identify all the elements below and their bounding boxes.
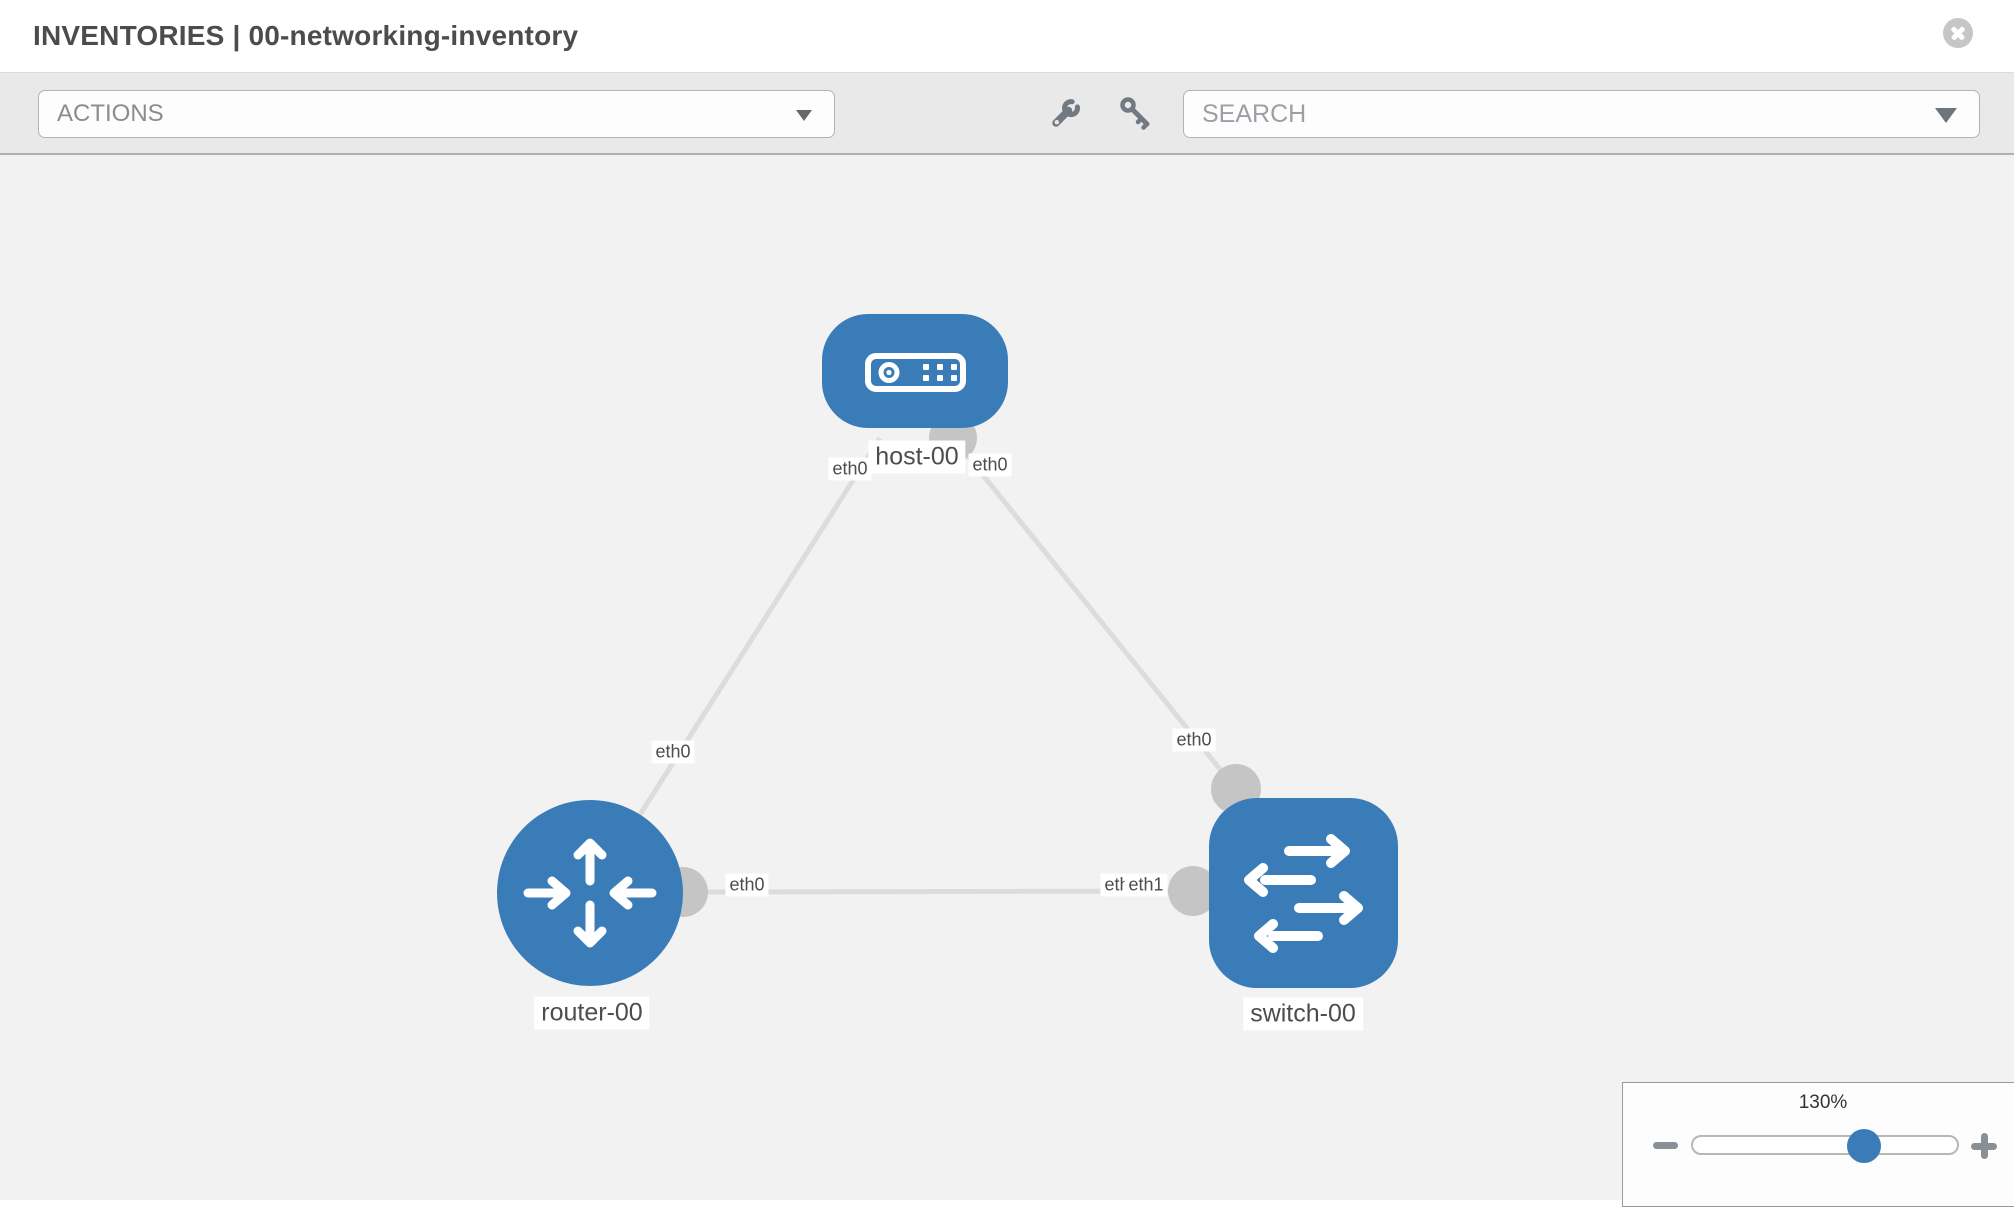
links-layer: [587, 414, 1261, 917]
port-dot-switch-left[interactable]: [1168, 866, 1218, 916]
node-label-host: host-00: [868, 440, 966, 474]
actions-dropdown[interactable]: ACTIONS: [38, 90, 835, 138]
node-label-router: router-00: [534, 996, 650, 1030]
zoom-control-panel: 130%: [1622, 1082, 2014, 1207]
topology-canvas[interactable]: eth0 host-00 eth0 eth0 eth0 eth0 eth0 et…: [0, 155, 2014, 1207]
plus-icon: [1980, 1133, 1988, 1159]
zoom-in-button[interactable]: [1967, 1129, 2001, 1163]
server-icon: [865, 353, 966, 392]
zoom-slider-thumb[interactable]: [1847, 1129, 1881, 1163]
interface-label-switch-to-host: eth0: [1172, 728, 1216, 752]
interface-label-host-to-switch: eth0: [968, 453, 1012, 477]
node-label-switch: switch-00: [1243, 997, 1363, 1031]
node-switch-00[interactable]: [1209, 798, 1398, 988]
interface-label-router-to-switch: eth0: [725, 873, 769, 897]
chevron-down-icon: [796, 110, 812, 121]
search-dropdown[interactable]: SEARCH: [1183, 90, 1980, 138]
key-icon: [1120, 97, 1150, 130]
zoom-slider-track[interactable]: [1691, 1135, 1959, 1155]
header-bar: INVENTORIES | 00-networking-inventory: [0, 0, 2014, 72]
node-host-00[interactable]: [822, 314, 1008, 428]
wrench-icon: [1052, 99, 1080, 127]
toolbar: ACTIONS SEARCH: [0, 72, 2014, 155]
credentials-button[interactable]: [1115, 92, 1155, 132]
interface-label-router-to-host: eth0: [651, 740, 695, 764]
node-router-00[interactable]: [497, 800, 683, 986]
actions-dropdown-label: ACTIONS: [57, 100, 164, 127]
zoom-out-button[interactable]: [1653, 1142, 1678, 1149]
interface-label-host-to-router: eth0: [828, 457, 872, 481]
chevron-down-icon: [1935, 108, 1957, 123]
zoom-level-value: 130%: [1798, 1092, 1848, 1113]
interface-label-switch-to-router: eth1: [1124, 873, 1168, 897]
switch-icon: [1244, 834, 1363, 953]
page-title: INVENTORIES | 00-networking-inventory: [33, 20, 579, 51]
search-placeholder: SEARCH: [1202, 100, 1307, 128]
router-icon: [523, 838, 657, 948]
configure-button[interactable]: [1047, 92, 1087, 132]
close-button[interactable]: [1943, 18, 1973, 48]
